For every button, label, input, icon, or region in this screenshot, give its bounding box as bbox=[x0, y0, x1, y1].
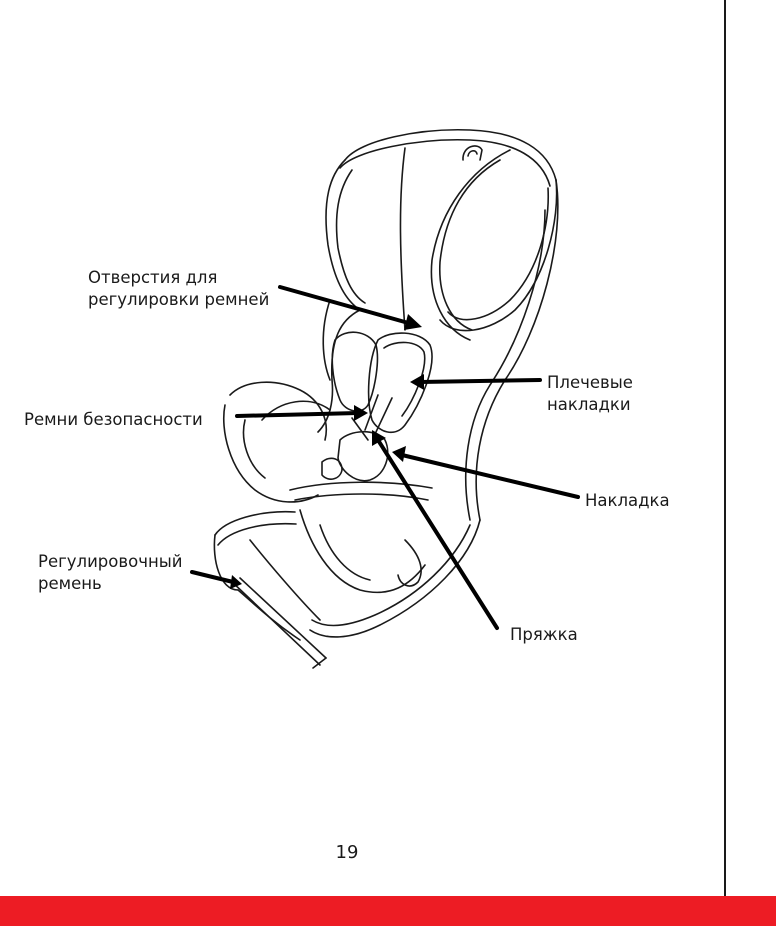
headrest-top-line bbox=[345, 130, 556, 180]
arrow-adjuster-strap bbox=[192, 572, 233, 582]
arrow-harness-slots bbox=[280, 287, 412, 324]
arrow-shoulder-pads bbox=[420, 380, 540, 382]
page-number: 19 bbox=[322, 842, 372, 863]
label-safety-belts: Ремни безопасности bbox=[24, 409, 203, 431]
label-buckle: Пряжка bbox=[510, 624, 578, 646]
arrow-buckle bbox=[378, 440, 497, 628]
arrow-safety-belts bbox=[237, 413, 358, 416]
label-adjuster-strap: Регулировочный ремень bbox=[38, 551, 182, 595]
footer-accent-bar bbox=[0, 896, 776, 926]
label-crotch-pad: Накладка bbox=[585, 490, 670, 512]
label-harness-slots: Отверстия для регулировки ремней bbox=[88, 267, 269, 311]
label-shoulder-pads: Плечевые накладки bbox=[547, 372, 633, 416]
arrow-crotch-pad bbox=[402, 455, 578, 497]
